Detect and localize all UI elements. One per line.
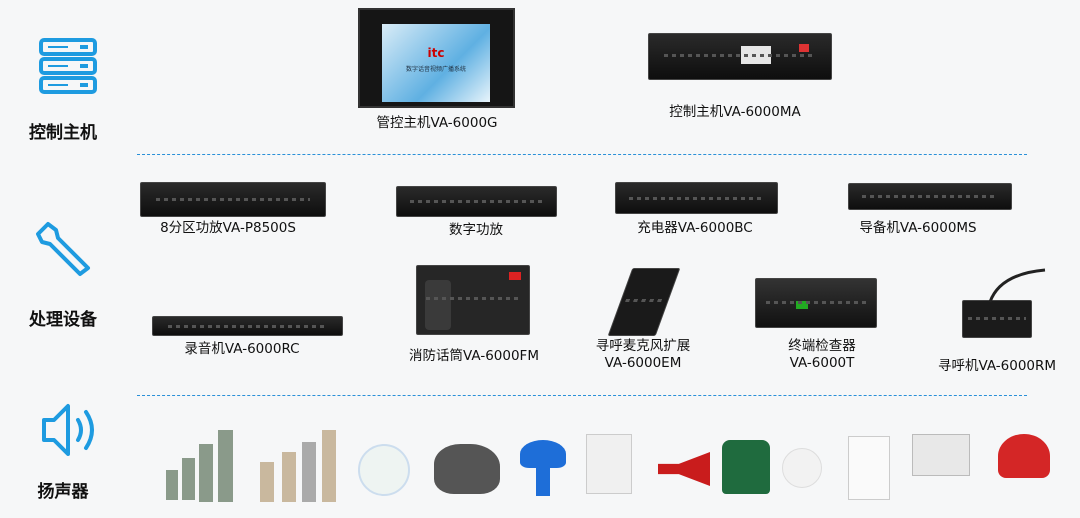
screen-caption: 数字话音视频广播系统 (405, 66, 466, 73)
device-label: 数字功放 (449, 222, 503, 238)
device-va-6000rc (152, 316, 343, 336)
label-line: 寻呼麦克风扩展 (595, 338, 691, 354)
mushroom-speaker-icon (520, 440, 566, 468)
pendant-speaker-icon (782, 448, 822, 488)
device-va-6000ma (648, 33, 832, 80)
rock-speaker-icon (434, 444, 500, 494)
wrench-icon (36, 222, 90, 276)
category-processing: 处理设备 (29, 310, 97, 330)
device-label: 消防话筒VA-6000FM (409, 348, 539, 364)
divider (137, 154, 1027, 155)
device-label: 导备机VA-6000MS (859, 220, 977, 236)
device-va-6000ms (848, 183, 1012, 210)
ceiling-speaker-icon (998, 434, 1050, 478)
horn-speaker-icon (912, 434, 970, 476)
device-label: 录音机VA-6000RC (184, 341, 300, 357)
server-icon (39, 38, 97, 94)
device-label: 控制主机VA-6000MA (669, 104, 801, 120)
horn-speaker-icon (658, 452, 710, 486)
device-va-6000fm (416, 265, 530, 335)
device-digital-amp (396, 186, 557, 217)
device-va-6000bc (615, 182, 778, 214)
device-label: 管控主机VA-6000G (376, 115, 498, 131)
device-va-6000t (755, 278, 877, 328)
device-va-6000em (607, 268, 681, 336)
screen-logo: itc (427, 46, 445, 60)
garden-speaker-icon (722, 440, 770, 494)
mushroom-speaker-stem (536, 466, 550, 496)
device-va-6000rm (962, 300, 1032, 338)
device-screen: itc 数字话音视频广播系统 (382, 24, 490, 102)
divider (137, 395, 1027, 396)
gooseneck-mic-icon (988, 268, 1046, 303)
ceiling-speaker-icon (358, 444, 410, 496)
device-label: 充电器VA-6000BC (637, 220, 753, 236)
wall-speaker-icon (586, 434, 632, 494)
label-line: VA-6000T (789, 355, 855, 371)
device-va-p8500s (140, 182, 326, 217)
device-label: 寻呼机VA-6000RM (937, 358, 1057, 374)
label-line: 终端检查器 (788, 338, 856, 354)
device-label: 8分区功放VA-P8500S (160, 220, 296, 236)
device-va-6000g: itc 数字话音视频广播系统 (358, 8, 515, 108)
wall-speaker-icon (848, 436, 890, 500)
category-speakers: 扬声器 (37, 482, 89, 502)
speaker-icon (42, 404, 94, 456)
category-control-host: 控制主机 (29, 123, 97, 143)
label-line: VA-6000EM (604, 355, 682, 371)
